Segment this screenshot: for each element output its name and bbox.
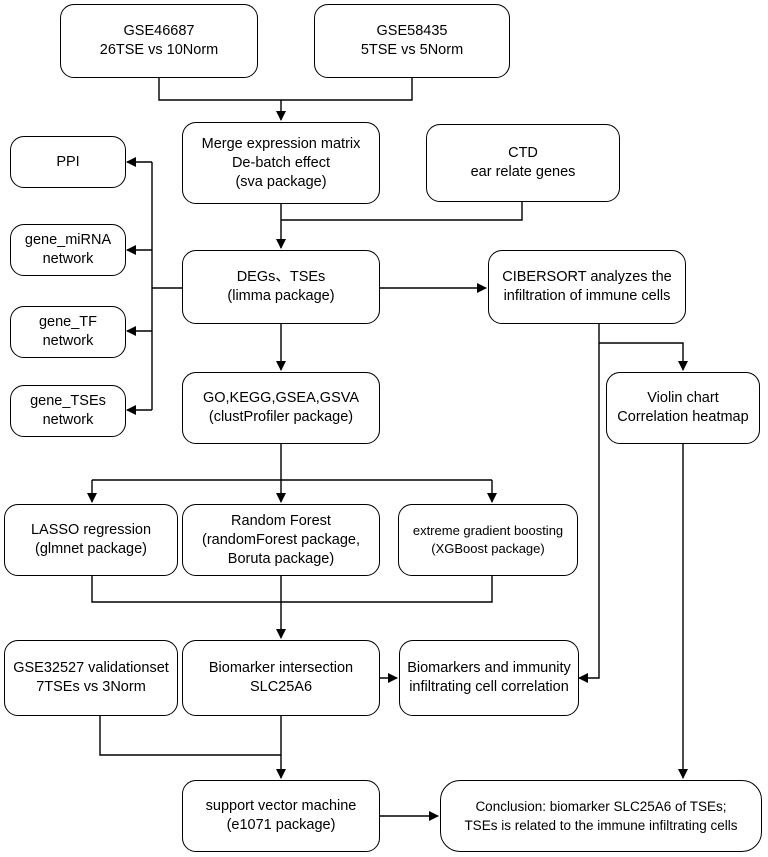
node-ppi-line-1: PPI [56, 153, 80, 170]
node-lasso-line-2: (glmnet package) [34, 541, 148, 557]
node-immunity-line-1: Biomarkers and immunity [407, 660, 571, 676]
node-violin-line-1: Violin chart [647, 390, 719, 406]
node-degs-line-1: DEGs、TSEs [236, 269, 326, 285]
edge-ctd-join [281, 202, 523, 221]
node-gse46687-line-1: GSE46687 [123, 23, 195, 39]
node-cibersort: CIBERSORT analyzes the infiltration of i… [488, 250, 686, 324]
node-rf-line-1: Random Forest [231, 512, 331, 529]
node-svm: support vector machine (e1071 package) [182, 780, 380, 852]
node-gene-tses-line-1: gene_TSEs [30, 393, 106, 409]
node-go-line-1: GO,KEGG,GSEA,GSVA [202, 390, 360, 406]
node-svm-line-1: support vector machine [205, 798, 357, 814]
node-degs: DEGs、TSEs (limma package) [182, 250, 380, 324]
node-cibersort-line-1: CIBERSORT analyzes the [502, 269, 672, 285]
node-gene-mirna-line-2: network [42, 251, 94, 267]
node-gse32527: GSE32527 validationset 7TSEs vs 3Norm [4, 640, 178, 716]
node-random-forest: Random Forest (randomForest package, Bor… [182, 504, 380, 576]
node-gene-tses-line-2: network [42, 412, 94, 428]
node-rf-line-3: Boruta package) [227, 550, 335, 567]
node-gse32527-line-2: 7TSEs vs 3Norm [36, 679, 146, 695]
node-ctd: CTD ear relate genes [426, 124, 620, 202]
node-biomarker-line-1: Biomarker intersection [208, 660, 354, 676]
node-gse32527-line-1: GSE32527 validationset [13, 660, 169, 676]
node-go: GO,KEGG,GSEA,GSVA (clustProfiler package… [182, 372, 380, 444]
node-conclusion: Conclusion: biomarker SLC25A6 of TSEs; T… [440, 780, 762, 852]
node-lasso: LASSO regression (glmnet package) [4, 504, 178, 576]
node-xgboost: extreme gradient boosting (XGBoost packa… [398, 504, 578, 576]
edge-gse-merge [158, 78, 413, 101]
node-ctd-line-2: ear relate genes [470, 164, 576, 180]
node-gse46687: GSE46687 26TSE vs 10Norm [60, 4, 258, 78]
node-merge: Merge expression matrix De-batch effect … [182, 122, 380, 204]
node-immunity-line-2: infiltrating cell correlation [409, 679, 569, 695]
node-conclusion-line-2: TSEs is related to the immune infiltrati… [464, 818, 738, 833]
edge-cibersort-to-violin [599, 342, 688, 371]
node-lasso-line-1: LASSO regression [30, 522, 152, 538]
node-violin-line-2: Correlation heatmap [617, 409, 749, 425]
edge-models-merge [91, 576, 493, 603]
node-immunity: Biomarkers and immunity infiltrating cel… [399, 640, 579, 716]
edge-gse32527-merge [99, 716, 281, 756]
node-merge-line-3: (sva package) [235, 173, 327, 190]
node-degs-line-2: (limma package) [227, 288, 335, 304]
node-gene-tses: gene_TSEs network [10, 385, 126, 437]
edge-cibersort-to-immunity [578, 343, 600, 683]
node-svm-line-2: (e1071 package) [226, 817, 336, 833]
node-gene-tf-line-1: gene_TF [38, 314, 98, 330]
node-go-line-2: (clustProfiler package) [208, 409, 354, 425]
node-xgb-line-1: extreme gradient boosting [412, 523, 564, 538]
node-conclusion-line-1: Conclusion: biomarker SLC25A6 of TSEs; [475, 799, 727, 814]
node-ppi: PPI [10, 136, 126, 188]
node-biomarker: Biomarker intersection SLC25A6 [182, 640, 380, 716]
node-rf-line-2: (randomForest package, [202, 531, 360, 548]
node-gse46687-line-2: 26TSE vs 10Norm [99, 42, 219, 58]
node-biomarker-line-2: SLC25A6 [249, 679, 313, 695]
node-cibersort-line-2: infiltration of immune cells [503, 288, 671, 304]
node-gene-tf-line-2: network [42, 333, 94, 349]
node-violin: Violin chart Correlation heatmap [606, 372, 760, 444]
node-gse58435: GSE58435 5TSE vs 5Norm [314, 4, 510, 78]
node-gene-mirna: gene_miRNA network [10, 224, 126, 276]
node-ctd-line-1: CTD [508, 145, 538, 161]
node-merge-line-2: De-batch effect [231, 154, 331, 171]
node-xgb-line-2: (XGBoost package) [431, 541, 545, 556]
node-gse58435-line-1: GSE58435 [376, 23, 448, 39]
node-gene-mirna-line-1: gene_miRNA [24, 232, 112, 248]
node-gse58435-line-2: 5TSE vs 5Norm [360, 42, 464, 58]
node-gene-tf: gene_TF network [10, 306, 126, 358]
node-merge-line-1: Merge expression matrix [201, 135, 361, 152]
